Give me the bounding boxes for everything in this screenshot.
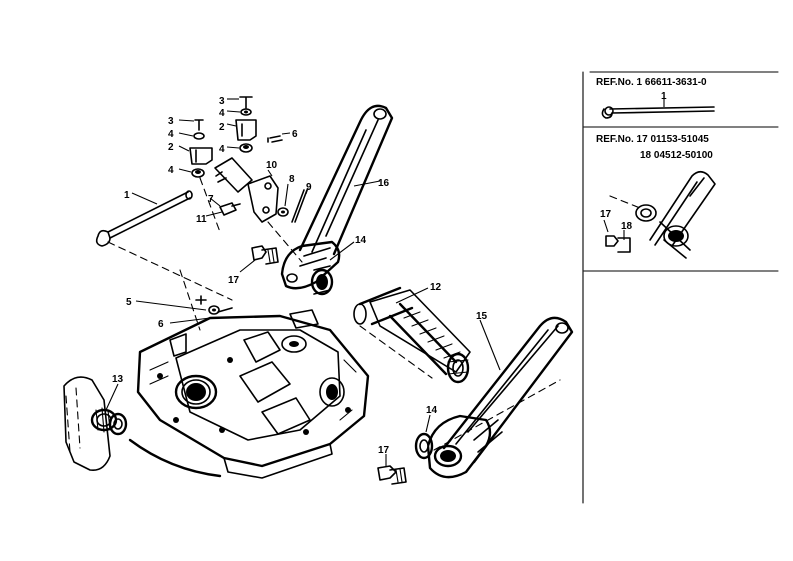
callout-10: 10 xyxy=(266,160,278,171)
part-14-washer-lower xyxy=(414,379,561,460)
callout-6-upper: 6 xyxy=(292,129,298,140)
callout-8: 8 xyxy=(289,174,295,185)
bracket-group-upper xyxy=(226,96,291,153)
part-17-bolt-lower xyxy=(377,454,407,485)
part-5-6-fasteners xyxy=(135,269,233,331)
ref-panel-2-line-1: REF.No. 17 01153-51045 xyxy=(596,134,709,145)
part-12-splined-shaft xyxy=(353,286,471,384)
callout-3-left: 3 xyxy=(168,116,174,127)
part-1-rod xyxy=(95,190,233,301)
ref-panel-1-part-label: 1 xyxy=(661,91,667,102)
callout-14-upper: 14 xyxy=(355,235,367,246)
ref-panel-2-lever-detail xyxy=(603,170,716,259)
part-13-cover xyxy=(63,376,128,472)
callout-4-upper-bottom: 4 xyxy=(219,144,225,155)
callout-12: 12 xyxy=(430,282,442,293)
callout-numbers: 1 2 2 3 3 4 4 4 4 5 6 6 7 8 9 10 11 12 1… xyxy=(112,96,488,456)
callout-2-upper: 2 xyxy=(219,122,225,133)
part-17-bolt-upper xyxy=(239,245,279,273)
callout-9: 9 xyxy=(306,182,312,193)
callout-5: 5 xyxy=(126,297,132,308)
callout-4-upper-top: 4 xyxy=(219,108,225,119)
lift-housing xyxy=(128,309,370,479)
ref-panel-1-title: REF.No. 1 66611-3631-0 xyxy=(596,77,707,88)
bracket-group-left xyxy=(178,119,221,233)
reference-panels: REF.No. 1 66611-3631-0 1 REF.No. 17 0115… xyxy=(582,71,779,504)
callout-13: 13 xyxy=(112,374,124,385)
callout-3-upper: 3 xyxy=(219,96,225,107)
callout-4-left-upper: 4 xyxy=(168,129,174,140)
ref-panel-2-label-18: 18 xyxy=(621,221,633,232)
ref-panel-2-line-2: 18 04512-50100 xyxy=(640,150,713,161)
ref-panel-2-label-17: 17 xyxy=(600,209,612,220)
callout-7: 7 xyxy=(208,194,214,205)
callout-11: 11 xyxy=(196,214,207,225)
part-15-lower-lift-arm xyxy=(426,316,574,479)
callout-1: 1 xyxy=(124,190,130,201)
callout-2-left: 2 xyxy=(168,142,174,153)
part-8-9-washer-pin xyxy=(277,183,309,223)
callout-17-lower: 17 xyxy=(378,445,390,456)
callout-6-lower: 6 xyxy=(158,319,164,330)
ref-panel-1-rod xyxy=(601,96,715,119)
callout-14-lower: 14 xyxy=(426,405,438,416)
callout-4-left-lower: 4 xyxy=(168,165,174,176)
part-16-upper-lift-arm xyxy=(280,104,394,290)
part-7-10-linkage xyxy=(205,157,303,263)
callout-15: 15 xyxy=(476,311,488,322)
callout-16: 16 xyxy=(378,178,390,189)
part-14-bushing-upper xyxy=(310,241,355,296)
callout-17-upper: 17 xyxy=(228,275,240,286)
